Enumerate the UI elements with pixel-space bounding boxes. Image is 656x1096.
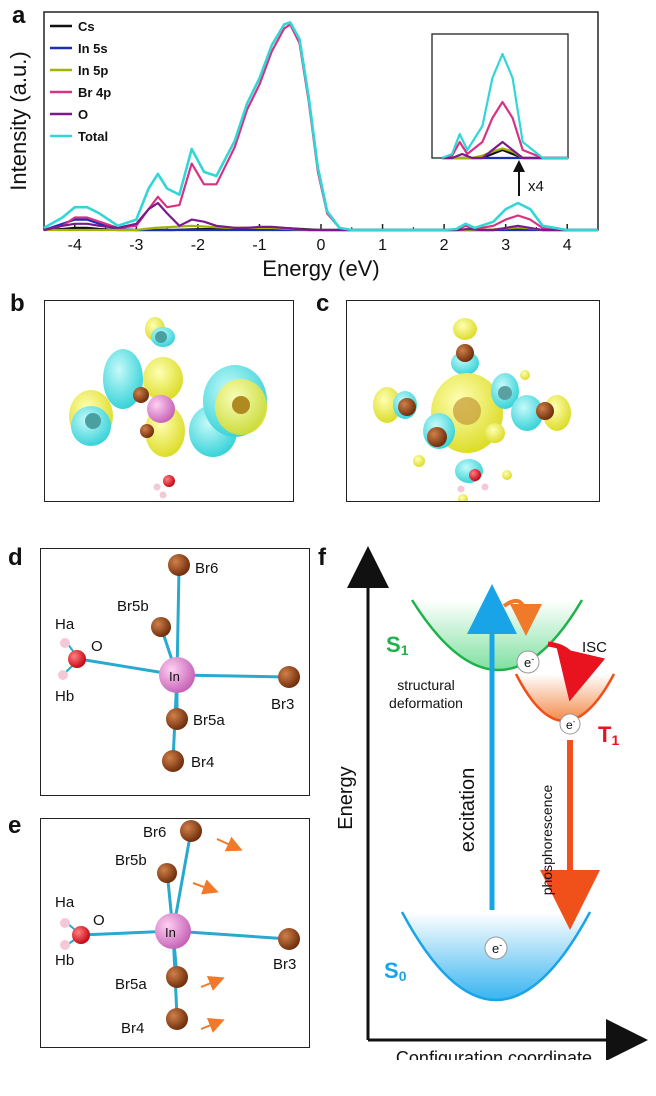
panel-letter-f: f — [318, 544, 326, 571]
series-line-total — [43, 21, 598, 232]
label-br4-e: Br4 — [121, 1020, 144, 1037]
inset-arrow-head — [513, 160, 525, 172]
label-br3-e: Br3 — [273, 956, 296, 973]
panel-letter-a: a — [12, 2, 26, 29]
x-tick-label: -1 — [252, 237, 266, 254]
inset-scale-label: x4 — [528, 178, 544, 195]
electron-t1: e- — [559, 713, 581, 735]
energy-axis-label: Energy — [335, 766, 357, 829]
label-br6: Br6 — [195, 560, 218, 577]
x-tick-label: 1 — [378, 237, 387, 254]
inset-line-o — [442, 140, 568, 160]
legend-label: Br 4p — [78, 85, 111, 100]
config-axis-label: Configuration coordinate — [396, 1048, 592, 1060]
excitation-label: excitation — [457, 768, 479, 853]
legend-label: Total — [78, 129, 108, 144]
label-in-e: In — [165, 925, 176, 940]
energy-diagram: Energy Configuration coordinate S1 T1 S0… — [335, 546, 648, 1060]
panel-letter-d: d — [8, 544, 23, 571]
label-in: In — [169, 669, 180, 684]
x-tick-label: 3 — [501, 237, 510, 254]
relaxation-arrow — [502, 599, 542, 636]
legend-label: O — [78, 107, 88, 122]
x-tick-label: 4 — [563, 237, 572, 254]
phosphorescence-label: phosphorescence — [539, 785, 555, 896]
s0-label: S0 — [384, 958, 407, 984]
x-axis-label: Energy (eV) — [262, 256, 379, 281]
isc-label: ISC — [582, 639, 607, 656]
label-o-e: O — [93, 912, 105, 929]
electron-s1: e- — [516, 650, 540, 674]
label-br4: Br4 — [191, 754, 214, 771]
x-tick-label: -2 — [191, 237, 205, 254]
label-br5b: Br5b — [117, 598, 149, 615]
orbital-panel-c — [346, 300, 600, 504]
s0-curve — [400, 911, 592, 1002]
y-axis-label: Intensity (a.u.) — [6, 51, 31, 190]
structure-panel-e: Br6 Br5b Ha O In Br3 Hb Br5a Br4 — [40, 818, 310, 1048]
label-br6-e: Br6 — [143, 824, 166, 841]
x-tick-label: 2 — [440, 237, 449, 254]
inset-line-total — [441, 52, 568, 160]
svg-text:e-: e- — [524, 654, 534, 670]
s1-label: S1 — [386, 632, 409, 658]
orbital-lobes-b — [69, 317, 267, 457]
label-hb-e: Hb — [55, 952, 74, 969]
label-ha: Ha — [55, 616, 75, 633]
panel-letter-c: c — [316, 290, 330, 317]
panel-letter-b: b — [10, 290, 25, 317]
electron-s0: e- — [484, 936, 508, 960]
s1-curve — [410, 599, 584, 672]
label-br5a-e: Br5a — [115, 976, 147, 993]
panel-letter-e: e — [8, 812, 22, 839]
structural-label: structural — [397, 677, 455, 693]
label-o: O — [91, 638, 103, 655]
x-tick-label: 0 — [317, 237, 326, 254]
label-ha-e: Ha — [55, 894, 75, 911]
displacement-arrows — [192, 836, 243, 1033]
inset-line-br-4p — [441, 100, 568, 160]
x-tick-label: -4 — [68, 237, 82, 254]
isc-arrow — [547, 641, 606, 702]
label-br5b-e: Br5b — [115, 852, 147, 869]
svg-text:e-: e- — [492, 940, 502, 956]
structure-panel-d: Br6 Br5b Ha O In Br3 Hb Br5a Br4 — [40, 548, 310, 796]
label-br5a: Br5a — [193, 712, 225, 729]
label-br3: Br3 — [271, 696, 294, 713]
legend-label: In 5s — [78, 41, 108, 56]
svg-text:e-: e- — [566, 717, 576, 732]
deformation-label: deformation — [389, 695, 463, 711]
x-tick-label: -3 — [129, 237, 143, 254]
series-line-o — [43, 201, 598, 232]
label-hb: Hb — [55, 688, 74, 705]
legend-label: Cs — [78, 19, 95, 34]
t1-label: T1 — [598, 722, 619, 748]
orbital-panel-b — [44, 300, 294, 502]
legend-label: In 5p — [78, 63, 108, 78]
inset-frame — [431, 33, 569, 159]
